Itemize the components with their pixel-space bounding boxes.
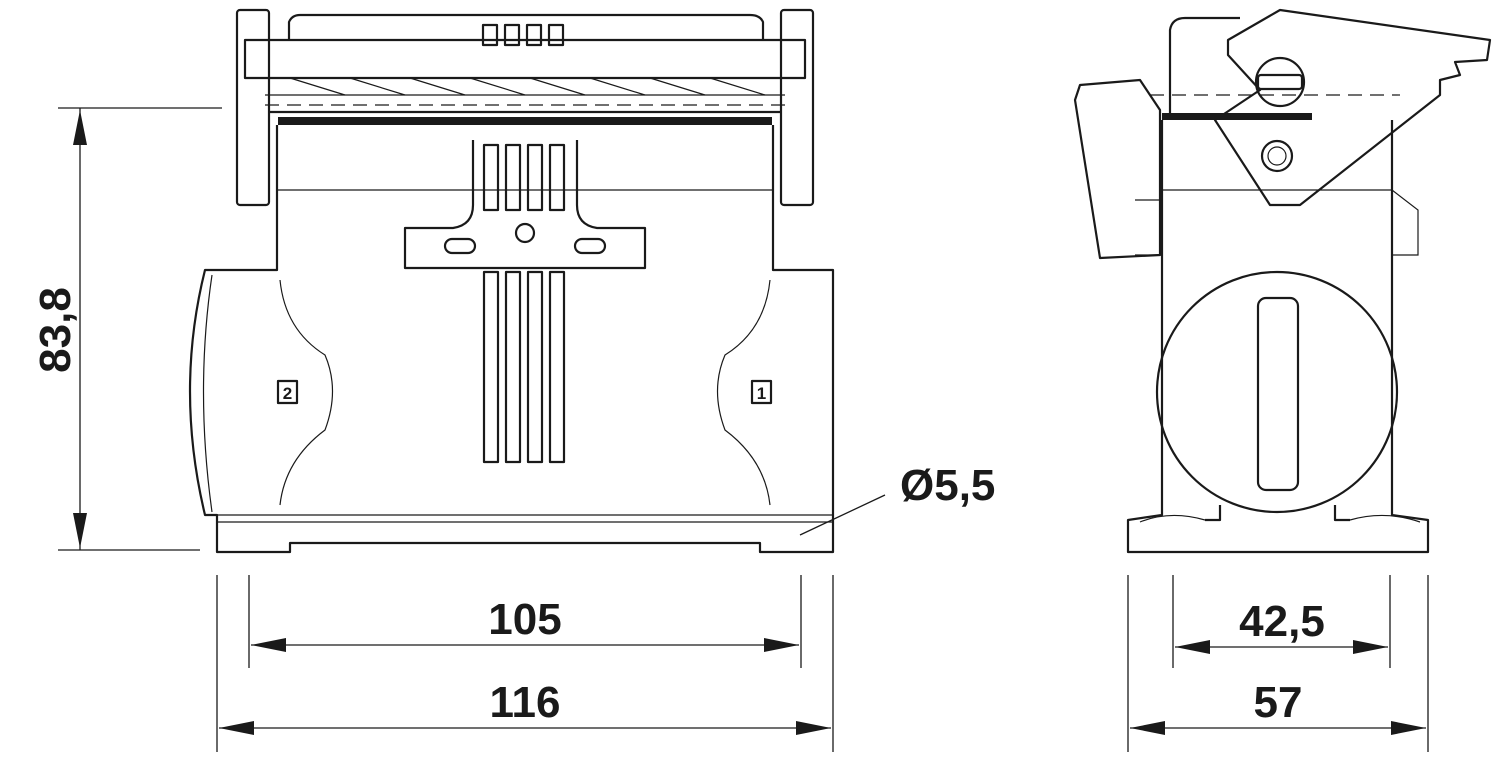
front-view: 2 1 bbox=[188, 8, 835, 554]
side-view bbox=[1073, 8, 1492, 554]
front-cover bbox=[235, 8, 815, 207]
dimension-hole-diameter: Ø5,5 bbox=[799, 461, 995, 536]
hole-spacing-side-label: 42,5 bbox=[1239, 597, 1325, 646]
dimension-width-front: 116 bbox=[216, 575, 834, 752]
dimension-hole-spacing-side: 42,5 bbox=[1172, 575, 1391, 668]
hole-spacing-front-label: 105 bbox=[488, 595, 561, 644]
marker-1-label: 1 bbox=[757, 384, 766, 403]
width-front-label: 116 bbox=[490, 678, 561, 727]
marker-2: 2 bbox=[276, 379, 299, 405]
height-label: 83,8 bbox=[31, 287, 80, 373]
front-body: 2 1 bbox=[188, 125, 835, 554]
dimension-width-side: 57 bbox=[1127, 575, 1429, 752]
hole-diameter-label: Ø5,5 bbox=[900, 461, 995, 510]
marker-1: 1 bbox=[750, 379, 773, 405]
dimension-hole-spacing-front: 105 bbox=[248, 575, 802, 668]
dimension-height: 83,8 bbox=[31, 107, 222, 551]
locking-lever bbox=[1213, 8, 1492, 207]
marker-2-label: 2 bbox=[283, 384, 292, 403]
cable-entry-cap bbox=[1155, 270, 1399, 514]
width-side-label: 57 bbox=[1254, 678, 1303, 727]
